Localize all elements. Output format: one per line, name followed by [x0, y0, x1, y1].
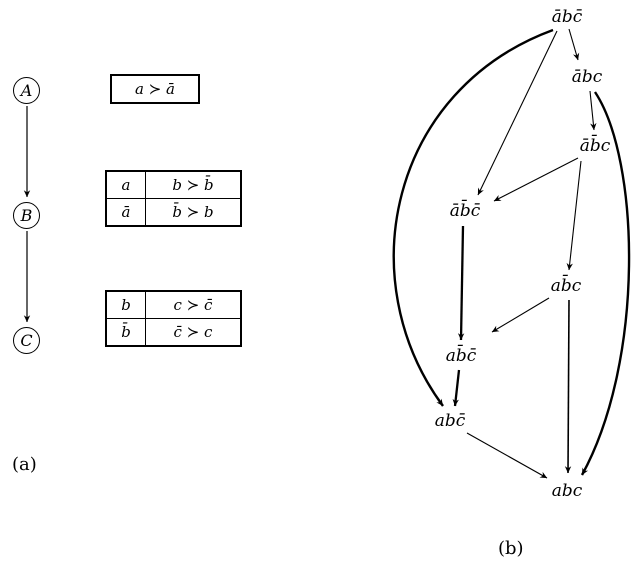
cpt-c-condition-2: b̄: [105, 318, 146, 347]
cpt-table-c: b c ≻ c̄ b̄ c̄ ≻ c: [105, 290, 242, 347]
edge-abarbc-to-abarbbarc: [589, 90, 597, 131]
cpt-a-preference: a ≻ ā: [110, 74, 200, 104]
edge-abarbbarcbar-to-abbarcbar: [457, 225, 465, 341]
cpt-c-preference-2: c̄ ≻ c: [145, 318, 242, 347]
table-row: b̄ c̄ ≻ c: [105, 318, 242, 347]
edge-abarbbarc-to-abarbbarcbar: [493, 157, 579, 202]
cpt-b-preference-2: b̄ ≻ b: [145, 198, 242, 227]
outcome-abar-bbar-c: āb̄c: [577, 136, 613, 156]
outcome-abar-bbar-cbar: āb̄c̄: [447, 201, 483, 221]
edge-abbarc-to-abbarcbar: [491, 297, 550, 333]
cpt-b-preference-1: b ≻ b̄: [145, 170, 242, 199]
cpt-table-b: a b ≻ b̄ ā b̄ ≻ b: [105, 170, 242, 227]
cpnet-node-c: C: [13, 327, 40, 354]
cpnet-node-b-label: B: [20, 206, 33, 225]
edge-abcbar-to-abc: [466, 432, 548, 479]
cpt-table-a: a ≻ ā: [110, 74, 200, 104]
table-row: a b ≻ b̄: [105, 170, 242, 199]
subfigure-label-b: (b): [498, 538, 524, 559]
outcome-a-bbar-cbar: ab̄c̄: [443, 346, 479, 366]
cpt-b-condition-1: a: [105, 170, 146, 199]
edge-abarbcbar-to-abarbc: [568, 28, 580, 61]
cpnet-node-c-label: C: [20, 331, 33, 350]
edge-abarbcbar-to-abarbbarcbar: [477, 30, 558, 196]
edge-abbarcbar-to-abcbar: [452, 369, 461, 407]
table-row: a ≻ ā: [110, 74, 200, 104]
outcome-a-bbar-c: ab̄c: [548, 276, 584, 296]
table-row: ā b̄ ≻ b: [105, 198, 242, 227]
cpnet-node-a-label: A: [20, 81, 33, 100]
cpnet-node-a: A: [13, 77, 40, 104]
cpt-c-preference-1: c ≻ c̄: [145, 290, 242, 319]
outcome-abar-b-cbar: ābc̄: [549, 7, 585, 27]
subfigure-label-a: (a): [12, 454, 37, 475]
outcome-abar-b-c: ābc: [569, 67, 605, 87]
table-row: b c ≻ c̄: [105, 290, 242, 319]
edge-abbarc-to-abc: [564, 299, 572, 474]
cpt-b-condition-2: ā: [105, 198, 146, 227]
edge-abarbbarc-to-abbarc: [566, 160, 582, 271]
cpnet-node-b: B: [13, 202, 40, 229]
outcome-a-b-cbar: abc̄: [432, 411, 468, 431]
cpt-c-condition-1: b: [105, 290, 146, 319]
outcome-a-b-c: abc: [549, 481, 585, 501]
